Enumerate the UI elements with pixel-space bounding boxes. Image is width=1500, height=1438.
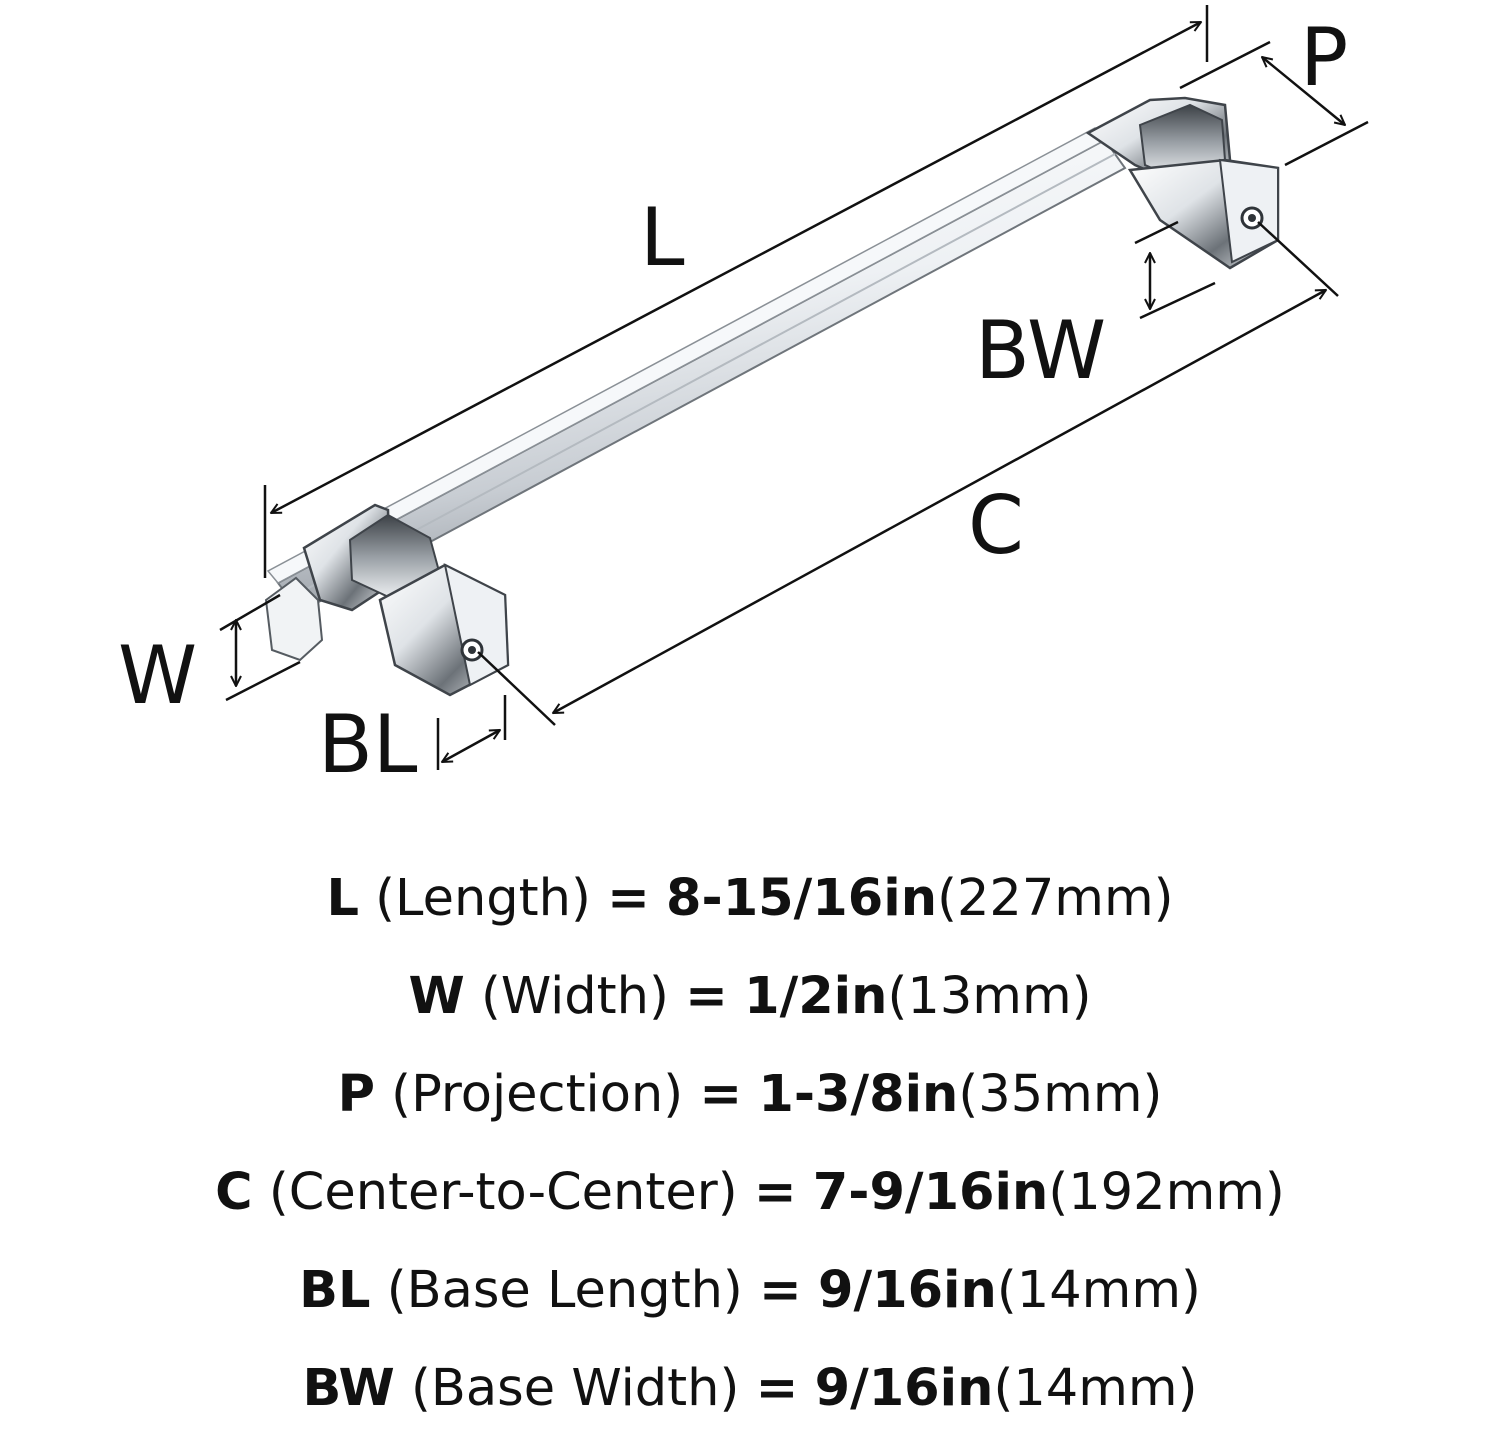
spec-metric: (227mm) [937, 869, 1174, 928]
dim-w-extension-1 [219, 593, 281, 632]
dim-p-extension-1 [1179, 40, 1271, 90]
spec-row-base-width: BW (Base Width) = 9/16in(14mm) [0, 1340, 1500, 1438]
spec-imperial: 7-9/16in [812, 1163, 1049, 1222]
spec-equals: = [607, 869, 650, 928]
spec-row-length: L (Length) = 8-15/16in(227mm) [0, 850, 1500, 948]
spec-equals: = [685, 967, 728, 1026]
spec-equals: = [753, 1163, 797, 1222]
spec-equals: = [755, 1359, 799, 1418]
label-p: P [1300, 11, 1348, 104]
dim-c-leader-right [1257, 221, 1339, 297]
spec-symbol: P [337, 1065, 375, 1124]
spec-metric: (35mm) [958, 1065, 1163, 1124]
dimension-spec-list: L (Length) = 8-15/16in(227mm) W (Width) … [0, 850, 1500, 1418]
spec-symbol: BW [302, 1359, 395, 1418]
spec-name: (Projection) [391, 1065, 684, 1124]
spec-imperial: 9/16in [814, 1359, 994, 1418]
label-bl: BL [318, 698, 418, 791]
label-l: L [640, 191, 685, 284]
dimension-lines [219, 5, 1369, 770]
spec-equals: = [759, 1261, 802, 1320]
label-c: C [968, 479, 1024, 572]
spec-imperial: 1/2in [744, 967, 888, 1026]
spec-metric: (192mm) [1048, 1163, 1285, 1222]
spec-name: (Center-to-Center) [268, 1163, 738, 1222]
label-w: W [118, 629, 197, 722]
spec-row-center-to-center: C (Center-to-Center) = 7-9/16in(192mm) [0, 1144, 1500, 1242]
dim-p-extension-2 [1284, 120, 1369, 167]
spec-equals: = [699, 1065, 743, 1124]
dimension-diagram: L P BW C W BL [118, 5, 1369, 791]
dim-w-extension-2 [225, 660, 301, 702]
spec-metric: (14mm) [993, 1359, 1198, 1418]
dim-p-line [1262, 57, 1345, 125]
spec-row-projection: P (Projection) = 1-3/8in(35mm) [0, 1046, 1500, 1144]
spec-name: (Width) [480, 967, 669, 1026]
spec-imperial: 8-15/16in [666, 869, 938, 928]
dim-bl-line [442, 728, 500, 764]
spec-name: (Base Width) [411, 1359, 740, 1418]
dim-bw-extension-1 [1134, 220, 1179, 245]
spec-name: (Base Length) [386, 1261, 743, 1320]
spec-symbol: W [408, 967, 465, 1026]
spec-metric: (13mm) [887, 967, 1092, 1026]
spec-symbol: C [215, 1163, 253, 1222]
dim-l-line [271, 20, 1201, 515]
spec-symbol: BL [299, 1261, 371, 1320]
spec-imperial: 1-3/8in [758, 1065, 959, 1124]
spec-imperial: 9/16in [817, 1261, 997, 1320]
cabinet-pull-illustration [264, 96, 1280, 697]
dim-c-line [553, 288, 1326, 715]
dim-c-leader-left [477, 651, 556, 726]
spec-symbol: L [326, 869, 359, 928]
label-bw: BW [975, 304, 1106, 397]
left-end-cap [264, 576, 324, 662]
spec-metric: (14mm) [996, 1261, 1201, 1320]
spec-row-base-length: BL (Base Length) = 9/16in(14mm) [0, 1242, 1500, 1340]
spec-name: (Length) [375, 869, 591, 928]
spec-row-width: W (Width) = 1/2in(13mm) [0, 948, 1500, 1046]
